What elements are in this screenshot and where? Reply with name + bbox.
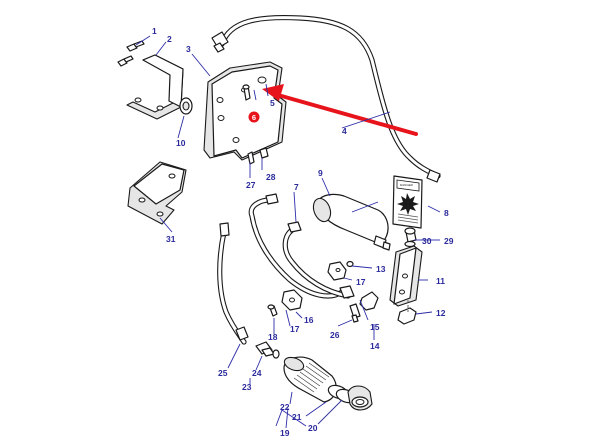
valve-block-part-11 xyxy=(389,245,423,307)
callout-21: 21 xyxy=(292,412,302,422)
callout-27: 27 xyxy=(246,180,256,190)
mounting-plate-part-3 xyxy=(203,61,287,161)
callout-15: 15 xyxy=(370,322,380,332)
callout-4: 4 xyxy=(342,126,347,136)
callout-23: 23 xyxy=(242,382,252,392)
callout-29: 29 xyxy=(444,236,454,246)
callout-10: 10 xyxy=(176,138,186,148)
filter-cap-part-19 xyxy=(347,385,373,411)
callout-9: 9 xyxy=(318,168,323,178)
highlight-marker-label: 6 xyxy=(252,113,256,122)
callout-2: 2 xyxy=(167,34,172,44)
highlight-arrow xyxy=(262,84,418,136)
callout-18: 18 xyxy=(268,332,278,342)
adapter-part-24 xyxy=(255,341,275,357)
nut-part-28 xyxy=(259,147,269,159)
svg-text:DANGER: DANGER xyxy=(400,183,414,187)
nut-part-13 xyxy=(346,260,354,268)
bolt-part-6 xyxy=(242,84,251,101)
bolt-part-1 xyxy=(117,40,145,67)
leader-lines xyxy=(135,35,441,429)
nut-part-10 xyxy=(179,97,193,115)
callout-12: 12 xyxy=(436,308,446,318)
clip-part-17-upper xyxy=(327,261,347,281)
callout-30: 30 xyxy=(422,236,432,246)
callout-13: 13 xyxy=(376,264,386,274)
callout-22: 22 xyxy=(280,402,290,412)
seal-part-23 xyxy=(272,349,280,359)
highlight-marker: 6 xyxy=(248,111,260,123)
accumulator-part-9 xyxy=(312,193,391,251)
callout-labels: 1 2 3 4 5 7 8 9 10 11 12 13 14 15 16 17 … xyxy=(152,26,454,438)
callout-8: 8 xyxy=(444,208,449,218)
elbow-fitting-part-15 xyxy=(359,291,379,311)
fitting-part-30 xyxy=(404,227,417,248)
bolt-part-18 xyxy=(267,304,278,317)
filter-element-part-22 xyxy=(283,356,337,403)
bracket-part-31 xyxy=(127,161,187,225)
callout-19: 19 xyxy=(280,428,290,438)
adapter-part-26 xyxy=(349,303,361,323)
callout-17-lower: 17 xyxy=(290,324,300,334)
hose-part-4 xyxy=(211,14,441,183)
callout-3: 3 xyxy=(186,44,191,54)
callout-1: 1 xyxy=(152,26,157,36)
warning-decal-part-8: DANGER xyxy=(392,175,423,229)
callout-7: 7 xyxy=(294,182,299,192)
hose-part-25 xyxy=(217,222,249,345)
callout-14: 14 xyxy=(370,341,380,351)
callout-16: 16 xyxy=(304,315,314,325)
plug-part-12 xyxy=(397,307,417,325)
callout-5: 5 xyxy=(270,98,275,108)
bolt-part-27 xyxy=(247,151,255,165)
callout-28: 28 xyxy=(266,172,276,182)
callout-31: 31 xyxy=(166,234,176,244)
callout-11: 11 xyxy=(436,276,445,286)
explosion-warning-icon xyxy=(397,193,419,215)
callout-17-upper: 17 xyxy=(356,277,366,287)
bracket-part-2 xyxy=(126,54,184,120)
callout-26: 26 xyxy=(330,330,340,340)
callout-24: 24 xyxy=(252,368,262,378)
clip-part-17-lower xyxy=(281,289,303,311)
callout-20: 20 xyxy=(308,423,318,433)
callout-25: 25 xyxy=(218,368,228,378)
pipe-part-7 xyxy=(248,193,355,299)
